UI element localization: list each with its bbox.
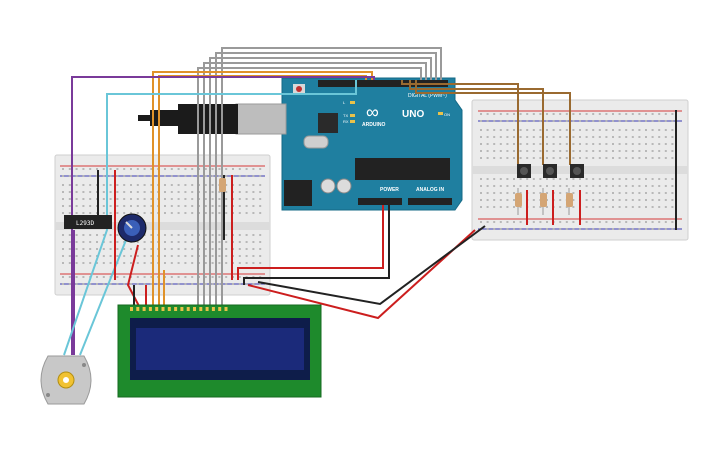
capacitor-1 bbox=[320, 178, 336, 194]
power-header-label: POWER bbox=[380, 187, 399, 193]
wire-red-pot bbox=[126, 244, 141, 309]
tx-led-label: TX bbox=[343, 113, 348, 118]
wire-brown-3 bbox=[415, 80, 571, 165]
l293d-chip: L293D bbox=[64, 215, 112, 229]
wires bbox=[63, 47, 581, 356]
usb-connector bbox=[235, 103, 287, 135]
left-breadboard-holes bbox=[62, 168, 262, 285]
wire-black-right bbox=[257, 225, 486, 306]
atmega-chip bbox=[355, 158, 450, 180]
lcd-16x2 bbox=[117, 304, 322, 398]
digital-header bbox=[318, 80, 448, 87]
wire-red-right bbox=[247, 229, 476, 320]
potentiometer[interactable] bbox=[117, 213, 147, 243]
pushbutton-3[interactable] bbox=[570, 164, 584, 178]
wire-gray-2 bbox=[215, 52, 437, 308]
lcd-screen bbox=[136, 328, 304, 370]
capacitor-2 bbox=[336, 178, 352, 194]
wire-cyan-1 bbox=[63, 80, 357, 356]
resistors-right bbox=[515, 188, 573, 215]
analog-header-label: ANALOG IN bbox=[416, 187, 444, 193]
lcd-pin-header bbox=[130, 307, 228, 311]
crystal bbox=[303, 135, 329, 149]
arduino-model: UNO bbox=[402, 109, 424, 120]
wire-gray-5 bbox=[197, 67, 422, 308]
pushbutton-1[interactable] bbox=[517, 164, 531, 178]
resistor-right-1 bbox=[515, 188, 522, 215]
pushbutton-2[interactable] bbox=[543, 164, 557, 178]
l293d-label: L293D bbox=[76, 220, 94, 227]
usb-chip bbox=[318, 113, 338, 133]
rx-led-label: RX bbox=[343, 119, 349, 124]
wire-brown-2 bbox=[409, 80, 544, 165]
wire-gray-3 bbox=[209, 57, 432, 308]
wire-red-5v bbox=[237, 205, 384, 280]
pushbuttons bbox=[517, 164, 584, 178]
dc-motor bbox=[40, 355, 92, 405]
arduino-uno: DIGITAL (PWM~) ∞ ARDUINO UNO L TX RX ON … bbox=[235, 77, 463, 211]
power-header bbox=[358, 198, 402, 205]
resistor-right-2 bbox=[540, 188, 547, 215]
on-led-label: ON bbox=[444, 112, 450, 117]
usb-cable bbox=[138, 104, 238, 134]
wire-brown-1 bbox=[401, 80, 519, 165]
wire-black-gnd bbox=[243, 205, 390, 285]
wire-gray-4 bbox=[203, 62, 427, 308]
wire-cyan-2 bbox=[79, 229, 131, 356]
infinity-logo-icon: ∞ bbox=[366, 102, 379, 122]
resistor-left bbox=[219, 175, 226, 198]
resistor-right-3 bbox=[566, 188, 573, 215]
arduino-brand: ARDUINO bbox=[362, 122, 385, 128]
analog-header bbox=[408, 198, 452, 205]
power-jack bbox=[284, 180, 312, 206]
digital-header-label: DIGITAL (PWM~) bbox=[408, 93, 447, 99]
l-led-label: L bbox=[343, 100, 346, 105]
right-breadboard-holes bbox=[480, 113, 674, 230]
